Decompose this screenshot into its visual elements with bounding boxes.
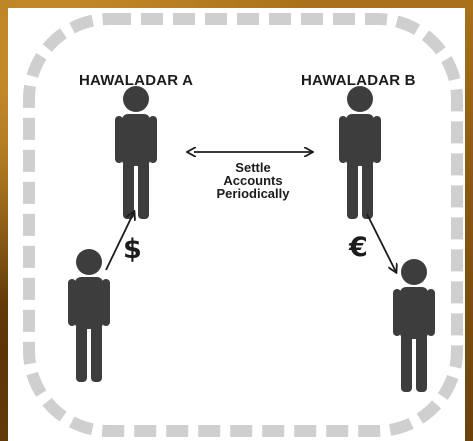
dashed-border bbox=[23, 13, 463, 437]
hawaladar-b-figure bbox=[339, 86, 381, 219]
recipient-figure bbox=[393, 259, 435, 392]
settle-line-1: Settle bbox=[235, 160, 271, 175]
hawaladar-b-label: HAWALADAR B bbox=[301, 72, 416, 89]
euro-sign: € bbox=[349, 232, 368, 263]
settle-line-3: Periodically bbox=[216, 186, 290, 201]
dollar-sign: $ bbox=[123, 234, 142, 265]
hawaladar-a-figure bbox=[115, 86, 157, 219]
settle-line-2: Accounts bbox=[223, 173, 283, 188]
sender-figure bbox=[68, 249, 110, 382]
settle-caption: Settle Accounts Periodically bbox=[190, 161, 316, 200]
hawaladar-a-label: HAWALADAR A bbox=[79, 72, 194, 89]
b-to-recipient-arrow bbox=[366, 213, 396, 272]
sender-to-a-arrow bbox=[105, 212, 134, 271]
